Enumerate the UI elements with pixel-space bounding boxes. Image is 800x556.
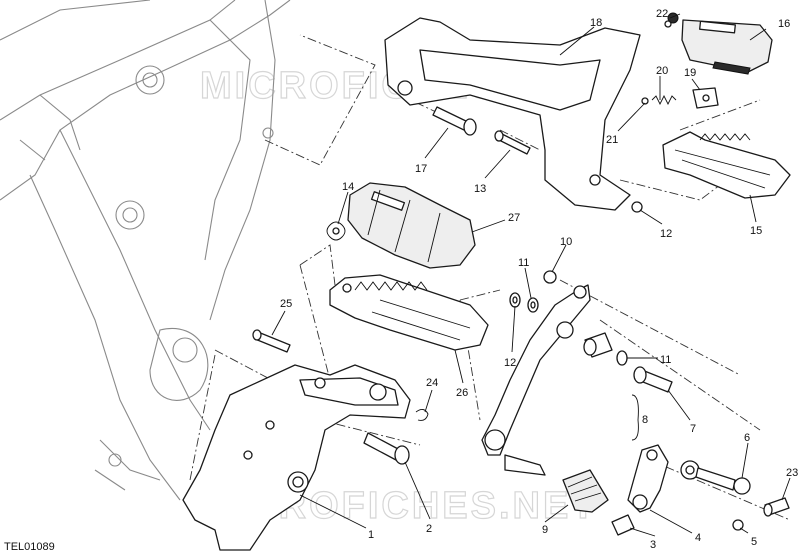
part-17-rubber-insert xyxy=(681,19,773,75)
part-26-pin xyxy=(252,329,291,353)
frame-outline xyxy=(0,0,291,501)
part-5-nut xyxy=(732,519,744,531)
part-19-heel-guard-bracket xyxy=(384,17,641,211)
part-14-pin xyxy=(494,130,531,155)
callout-6: 6 xyxy=(744,432,750,444)
part-18-bolt xyxy=(432,106,477,136)
part-9-shift-lever xyxy=(481,284,591,476)
part-11-washer xyxy=(527,297,539,313)
part-28-front-footpeg-rubber xyxy=(347,182,476,269)
part-13-nut xyxy=(631,201,643,213)
part-16-rear-footpeg xyxy=(662,131,791,199)
callout-1: 1 xyxy=(368,529,374,541)
callout-26: 25 xyxy=(280,298,292,310)
callout-28: 27 xyxy=(508,212,520,224)
part-11-washer-second xyxy=(616,350,628,366)
callout-17: 16 xyxy=(778,18,790,30)
callout-11-lower: 11 xyxy=(660,354,671,366)
callout-4: 4 xyxy=(695,532,701,544)
part-4-linkage-arm xyxy=(627,444,669,513)
callout-10: 10 xyxy=(560,236,572,248)
part-6-ball-joint xyxy=(680,460,751,495)
part-15-spring xyxy=(326,221,346,241)
part-8-bushing xyxy=(583,332,613,358)
part-27-front-footpeg xyxy=(329,274,489,351)
part-3-bolt xyxy=(611,514,635,536)
part-12-washer xyxy=(509,292,521,308)
callout-labels: 18 16 22 19 20 21 15 12 17 13 14 27 25 2… xyxy=(280,8,798,551)
callout-22: 21 xyxy=(606,134,618,146)
callout-7: 7 xyxy=(690,423,696,435)
leader-lines xyxy=(271,13,791,537)
callout-14: 13 xyxy=(474,183,486,195)
callout-2: 2 xyxy=(426,523,432,535)
part-9-shift-rubber xyxy=(562,469,609,513)
part-1-footpeg-bracket xyxy=(182,364,411,551)
callout-15: 14 xyxy=(342,181,354,193)
callout-5: 5 xyxy=(751,536,757,548)
part-25-clip xyxy=(415,409,429,421)
callout-13: 12 xyxy=(660,228,672,240)
part-7-pivot-bolt xyxy=(633,366,673,393)
drawing-code: TEL01089 xyxy=(4,541,55,553)
callout-23: 22 xyxy=(656,8,668,20)
callout-20: 19 xyxy=(684,67,696,79)
callout-25: 24 xyxy=(426,377,438,389)
part-2-bolt xyxy=(363,432,410,465)
callout-3: 3 xyxy=(650,539,656,551)
callout-9: 9 xyxy=(542,524,548,536)
part-24-bolt xyxy=(763,497,790,517)
callout-8: 8 xyxy=(642,414,648,426)
part-20-clip xyxy=(692,87,719,109)
part-21-spring xyxy=(641,94,677,106)
callout-12: 12 xyxy=(504,357,516,369)
callout-18: 17 xyxy=(415,163,427,175)
callout-19: 18 xyxy=(590,17,602,29)
callout-21: 20 xyxy=(656,65,668,77)
callout-24: 23 xyxy=(786,467,798,479)
callout-16: 15 xyxy=(750,225,762,237)
callout-11-upper: 11 xyxy=(518,257,529,269)
callout-27: 26 xyxy=(456,387,468,399)
part-10-nut xyxy=(543,270,557,284)
